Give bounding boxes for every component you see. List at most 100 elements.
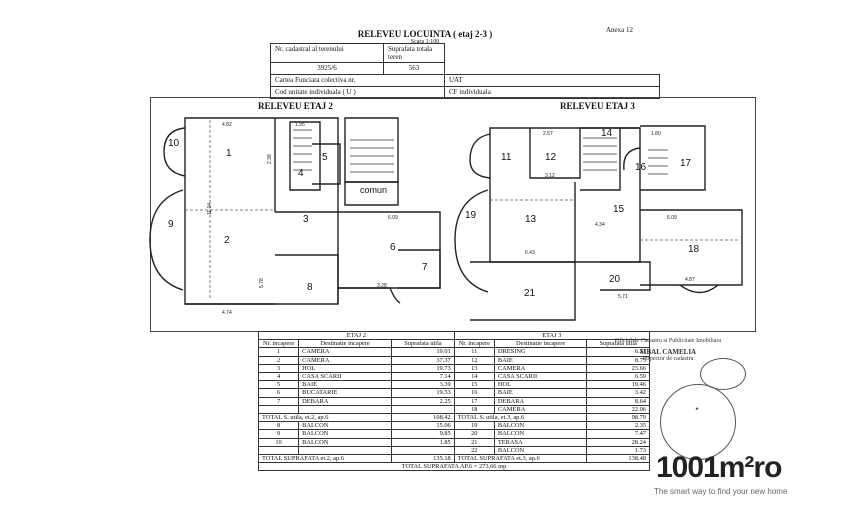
cell: 37.37 [391, 355, 455, 365]
room-label: 19 [465, 210, 477, 221]
cell: 2.25 [391, 396, 455, 406]
cell: 13 [453, 363, 495, 374]
col-destinatie: Destinatie incapere [493, 339, 588, 349]
table-row: 10 BALCON 1.85 21 TERASA 28.24 [257, 437, 650, 447]
brand-tagline: The smart way to find your new home [654, 487, 788, 496]
cell: BALCON [493, 429, 588, 439]
cell: CASA SCARII [493, 372, 588, 382]
cell [298, 445, 393, 456]
cell: 22.06 [586, 404, 650, 415]
cell: BALCON [298, 421, 393, 431]
room-label: 9 [168, 219, 174, 230]
room-label: 5 [322, 152, 328, 163]
room-areas-table: ETAJ 2 ETAJ 3 Nr. incapere Destinatie in… [257, 330, 651, 472]
table-row: 9 BALCON 9.85 20 BALCON 7.47 [257, 429, 650, 439]
dimension-label: 5.09 [667, 215, 677, 221]
seal-oval [700, 358, 746, 390]
cell: 15.06 [391, 421, 455, 431]
cell: 1.85 [391, 437, 455, 447]
cell: 3 [257, 363, 300, 374]
cell: 10 [257, 437, 300, 447]
dimension-label: 4.82 [222, 122, 232, 128]
total-sup-3-value: 138.48 [586, 454, 650, 464]
room-label: 15 [613, 204, 625, 215]
cell: 19.01 [391, 347, 455, 357]
cell [257, 404, 300, 415]
dimension-label: 6.43 [525, 250, 535, 256]
table-row: 5 BAIE 3.39 15 HOL 19.46 [257, 380, 650, 390]
cell: 6 [257, 388, 300, 398]
total-util-row: TOTAL S. utila, et.2, ap.6 108.42 TOTAL … [257, 413, 650, 423]
total-sup-3-label: TOTAL SUPRAFATA et.3, ap.6 [453, 454, 588, 464]
total-sup-2-value: 135.18 [391, 454, 455, 464]
cell: 21 [453, 437, 495, 447]
table-row: 4 CASA SCARII 7.14 14 CASA SCARII 6.59 [257, 372, 650, 382]
room-label: 12 [545, 152, 557, 163]
total-sup-2-label: TOTAL SUPRAFATA et.2, ap.6 [257, 454, 393, 464]
cell [391, 404, 455, 415]
dimension-label: 5.71 [618, 294, 628, 300]
cell: 14 [453, 372, 495, 382]
cell: 20 [453, 429, 495, 439]
cell: CAMERA [298, 355, 393, 365]
col-suprafata: Suprafata utila [586, 339, 650, 349]
dimension-label: 2.57 [543, 131, 553, 137]
dimension-label: 4.34 [595, 222, 605, 228]
cell: 9.85 [391, 429, 455, 439]
table-row: 22 BALCON 1.73 [257, 445, 650, 456]
total-util-2-label: TOTAL S. utila, et.2, ap.6 [257, 413, 393, 423]
dimension-label: 1.95 [295, 122, 305, 128]
col-nr: Nr. incapere [453, 339, 495, 349]
seal-inner-mark: ★ [694, 406, 700, 411]
etaj3-header: ETAJ 3 [453, 330, 651, 341]
cell: CASA SCARII [298, 372, 393, 382]
total-suprafata-row: TOTAL SUPRAFATA et.2, ap.6 135.18 TOTAL … [257, 454, 650, 464]
cell: BALCON [298, 429, 393, 439]
dimension-label: 5.78 [259, 278, 265, 288]
cell: 7 [257, 396, 300, 406]
cell: HOL [298, 363, 393, 374]
document-title: RELEVEU LOCUINTA ( etaj 2-3 ) [357, 29, 493, 39]
room-label: 13 [525, 214, 537, 225]
dimension-label: 2.38 [267, 154, 273, 164]
cell [298, 404, 393, 415]
dimension-label: 6.09 [388, 215, 398, 221]
cell: 16 [453, 388, 495, 398]
cell: 19.46 [586, 380, 650, 390]
total-util-3-label: TOTAL S. utila, et.3, ap.6 [453, 413, 588, 423]
etaj2-plan-title: RELEVEU ETAJ 2 [258, 101, 333, 111]
dimension-label: 3.12 [545, 173, 555, 179]
stamp-line-3: Inspector de cadastru [642, 356, 694, 362]
cell: BAIE [493, 388, 588, 398]
table-row: 6 BUCATARIE 19.53 16 BAIE 3.42 [257, 388, 650, 398]
cell: BALCON [493, 421, 588, 431]
cell: BALCON [493, 445, 588, 456]
room-label: 7 [422, 262, 428, 273]
room-label: 6 [390, 242, 396, 253]
annex-label: Anexa 12 [606, 26, 634, 34]
cell: CAMERA [298, 347, 393, 357]
col-suprafata: Suprafata utila [391, 339, 455, 349]
cell: 19 [453, 421, 495, 431]
cell [257, 445, 300, 456]
cell: 23.66 [586, 363, 650, 374]
cell: 15 [453, 380, 495, 390]
cell: 11 [453, 347, 495, 357]
cell: 4 [257, 372, 300, 382]
grand-total: TOTAL SUPRAFATA AP.6 = 273,66 mp [258, 462, 650, 472]
dimension-label: 3.28 [377, 283, 387, 289]
cell: 19.53 [391, 388, 455, 398]
cadastral-info-table: Nr. cadastral al terenului Suprafata tot… [270, 43, 660, 99]
stamp-line-1: Oficiul de Cadastru si Publicitate Imobi… [614, 338, 722, 344]
table-row: 7 DEBARA 2.25 17 DEBARA 8.64 [257, 396, 650, 406]
cadastre-stamp: Oficiul de Cadastru si Publicitate Imobi… [614, 338, 722, 362]
comun-label: comun [360, 185, 387, 195]
room-label: 17 [680, 158, 692, 169]
dimension-label: 4.87 [685, 277, 695, 283]
table-row: 18 CAMERA 22.06 [257, 404, 650, 415]
dimension-label: 4.74 [222, 310, 232, 316]
scale-label: Scara 1:100 [410, 39, 440, 45]
col-nr: Nr. incapere [257, 339, 300, 349]
cell: BAIE [298, 380, 393, 390]
